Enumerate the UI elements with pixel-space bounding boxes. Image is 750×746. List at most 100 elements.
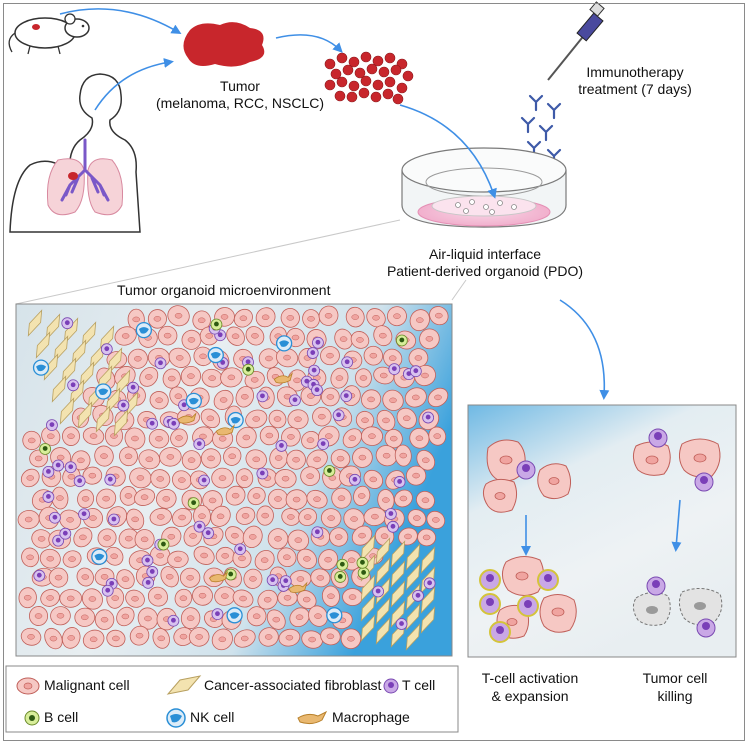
t-cell-nucleus	[205, 530, 211, 536]
t-cell-nucleus	[215, 611, 220, 617]
malignant-cell-nucleus	[144, 615, 152, 622]
malignant-cell-nucleus	[221, 553, 229, 559]
t-cell-nucleus	[105, 587, 111, 593]
malignant-cell-nucleus	[318, 413, 326, 420]
malignant-cell-nucleus	[131, 435, 139, 442]
malignant-cell-nucleus	[228, 453, 237, 460]
malignant-cell-nucleus	[252, 456, 261, 463]
malignant-cell-nucleus	[216, 513, 225, 520]
macrophage	[273, 372, 293, 384]
malignant-cell-nucleus	[335, 375, 344, 381]
tumor-fragments-icon	[324, 51, 414, 105]
t-cell-nucleus	[70, 382, 76, 388]
legend-icons	[16, 675, 399, 728]
malignant-cell-nucleus	[412, 472, 420, 479]
malignant-cell-nucleus	[421, 497, 430, 503]
microenvironment-cells	[17, 305, 449, 651]
legend-label-t-cell: T cell	[402, 677, 436, 693]
malignant-cell-nucleus	[303, 514, 312, 520]
malignant-cell-nucleus	[326, 394, 335, 400]
t-cell-nucleus	[77, 478, 83, 484]
malignant-cell-nucleus	[132, 316, 140, 323]
t-cell-nucleus	[181, 402, 187, 408]
malignant-cell-nucleus	[399, 452, 407, 459]
malignant-cell-nucleus	[163, 332, 172, 339]
t-cell-nucleus	[304, 378, 310, 384]
malignant-cell-nucleus	[325, 433, 333, 439]
malignant-cell-nucleus	[356, 337, 364, 343]
malignant-cell-nucleus	[250, 377, 259, 383]
malignant-cell-nucleus	[308, 636, 316, 643]
t-cell-nucleus	[149, 420, 155, 426]
malignant-cell-nucleus	[67, 433, 75, 439]
t-cell-nucleus	[171, 420, 177, 426]
malignant-cell-nucleus	[187, 457, 196, 463]
t-cell-nucleus	[425, 414, 431, 420]
workflow-arrows	[59, 8, 610, 400]
tcell-activation-line1: T-cell activation	[481, 670, 579, 686]
pipette-icon	[547, 1, 605, 81]
tumor-killing-after	[632, 576, 723, 638]
zoom-connector-lines	[15, 219, 467, 305]
t-cell-nucleus	[315, 339, 321, 345]
malignant-cell-nucleus	[68, 556, 76, 562]
malignant-cell-nucleus	[389, 397, 397, 404]
malignant-cell-nucleus	[326, 633, 335, 640]
malignant-cell-nucleus	[402, 415, 411, 422]
malignant-cell-nucleus	[369, 476, 378, 483]
malignant-cell-nucleus	[307, 316, 315, 322]
b-cell-nucleus	[245, 366, 251, 372]
malignant-cell-nucleus	[37, 536, 46, 542]
fibroblast	[375, 537, 391, 565]
fibroblast	[420, 586, 436, 614]
malignant-cell-nucleus	[131, 516, 139, 523]
legend-label-b-cell: B cell	[44, 709, 79, 725]
legend-label-fibroblast: Cancer-associated fibroblast	[204, 677, 382, 693]
malignant-cell-nucleus	[313, 496, 321, 502]
malignant-cell-nucleus	[380, 372, 388, 379]
malignant-cell-nucleus	[77, 457, 85, 464]
malignant-cell-nucleus	[292, 456, 300, 463]
t-cell-nucleus	[260, 393, 265, 399]
t-cell-nucleus	[46, 468, 51, 474]
malignant-cell-nucleus	[199, 353, 207, 360]
t-cell-nucleus	[283, 578, 289, 584]
tcell-activation-line2: & expansion	[491, 688, 569, 704]
t-cell-nucleus	[399, 621, 404, 626]
nk-cell-granules	[279, 340, 290, 347]
malignant-cell-nucleus	[121, 576, 130, 582]
malignant-cell-nucleus	[27, 634, 35, 640]
malignant-cell-nucleus	[89, 515, 97, 521]
malignant-cell-nucleus	[433, 433, 442, 439]
malignant-cell-nucleus	[404, 533, 412, 540]
malignant-cell-nucleus	[379, 332, 387, 339]
t-cell-nucleus	[46, 494, 51, 499]
t-cell-nucleus	[220, 360, 226, 365]
malignant-cell-nucleus	[367, 396, 375, 403]
tumor-types: (melanoma, RCC, NSCLC)	[155, 95, 325, 111]
malignant-cell-nucleus	[46, 555, 55, 562]
malignant-cell-nucleus	[175, 435, 183, 441]
malignant-cell-nucleus	[134, 356, 142, 362]
malignant-cell-nucleus	[227, 374, 236, 381]
malignant-cell-nucleus	[348, 435, 357, 441]
malignant-cell-nucleus	[187, 337, 196, 343]
malignant-cell-nucleus	[156, 476, 165, 482]
fibroblast	[405, 623, 421, 651]
malignant-cell-nucleus	[156, 552, 164, 559]
malignant-cell-nucleus	[174, 313, 183, 319]
fibroblast	[390, 580, 406, 608]
malignant-cell-nucleus	[231, 492, 240, 499]
malignant-cell-nucleus	[285, 634, 294, 641]
t-cell-nucleus	[217, 332, 223, 338]
malignant-cell-nucleus	[324, 556, 332, 563]
t-cell-nucleus	[121, 402, 126, 408]
malignant-cell-nucleus	[307, 393, 315, 399]
malignant-cell-nucleus	[81, 496, 90, 502]
malignant-cell-nucleus	[23, 594, 32, 601]
t-cell-nucleus	[52, 514, 58, 520]
fibroblast	[360, 534, 376, 562]
t-cell-nucleus	[320, 441, 326, 447]
tcell-activation-after	[479, 556, 577, 643]
